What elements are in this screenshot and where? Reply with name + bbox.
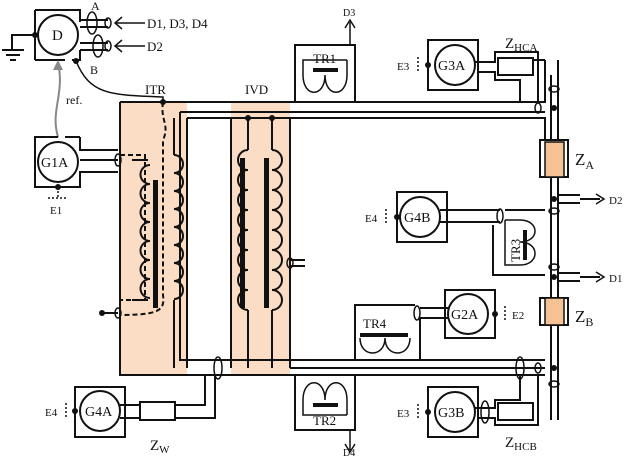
zb-impedance	[544, 297, 565, 326]
svg-text:G4A: G4A	[85, 405, 113, 420]
generator-g3a: G3A E3 ZHCA	[397, 36, 539, 102]
d3-label: D3	[343, 8, 355, 19]
zhca-label: ZHCA	[505, 36, 537, 54]
d2-output-coax	[558, 194, 600, 204]
main-coax-loop	[119, 60, 546, 376]
port-b-label: B	[90, 63, 98, 77]
itr-screen	[120, 154, 146, 301]
ivd-winding-1	[237, 149, 249, 311]
tr3-core	[523, 230, 527, 260]
junction-dot	[551, 105, 557, 111]
detector-input-2-label: D2	[147, 39, 163, 54]
svg-text:TR1: TR1	[313, 51, 336, 66]
svg-text:G3A: G3A	[438, 59, 466, 74]
svg-text:E1: E1	[50, 205, 62, 217]
itr-core	[153, 180, 158, 308]
svg-text:G3B: G3B	[438, 406, 464, 421]
ivd-winding-2	[271, 149, 283, 311]
choke-ring	[515, 356, 525, 380]
svg-text:E3: E3	[397, 61, 410, 73]
za-impedance	[544, 141, 565, 178]
winding-leads	[132, 118, 273, 368]
itr-screen	[119, 101, 167, 316]
arrow-icon	[595, 271, 606, 283]
svg-text:E4: E4	[45, 407, 58, 419]
detector: D A B D1, D3, D4 D2	[2, 0, 208, 105]
arrow-icon	[595, 193, 606, 205]
junction-dot	[551, 196, 557, 202]
ivd-core	[264, 158, 269, 308]
svg-text:D: D	[52, 28, 63, 44]
zb-label: ZB	[575, 307, 593, 329]
zhca-impedance	[497, 57, 534, 76]
generator-g4b: G4B E4 TR3	[365, 191, 545, 276]
zw-impedance	[139, 401, 176, 421]
ivd-label: IVD	[245, 82, 268, 97]
svg-text:TR3: TR3	[508, 239, 523, 262]
svg-text:E2: E2	[512, 310, 524, 322]
right-coax	[520, 59, 569, 420]
generator-g4a: G4A E4 ZW	[45, 356, 223, 456]
arrow-icon	[53, 60, 63, 70]
svg-text:TR2: TR2	[313, 413, 336, 428]
ivd-core	[240, 158, 245, 308]
itr-primary-coil	[139, 164, 151, 299]
za-label: ZA	[575, 150, 594, 172]
ref-label: ref.	[66, 93, 82, 107]
zhcb-impedance	[497, 402, 534, 421]
generator-g1a: G1A E1	[34, 136, 122, 217]
d4-label: D4	[343, 448, 355, 457]
d2-output-label: D2	[609, 195, 622, 207]
svg-text:G4B: G4B	[404, 211, 430, 226]
itr-label: ITR	[145, 82, 166, 97]
junction-dot	[551, 274, 557, 280]
itr-secondary-coil	[173, 154, 184, 300]
svg-text:G1A: G1A	[41, 156, 69, 171]
detector-input-1-label: D1, D3, D4	[147, 16, 208, 31]
svg-text:E4: E4	[365, 213, 378, 225]
zhcb-label: ZHCB	[505, 435, 537, 453]
transformer-tr2: TR2 D4	[294, 375, 356, 457]
transformer-tr1: TR1 D3	[294, 8, 356, 102]
svg-text:G2A: G2A	[451, 308, 479, 323]
d1-output-label: D1	[609, 273, 622, 285]
d1-output-coax	[558, 272, 600, 282]
ref-arrow	[54, 61, 61, 138]
zw-label: ZW	[150, 438, 170, 456]
svg-text:TR4: TR4	[363, 316, 387, 331]
generator-g2a: G2A E2 TR4	[354, 289, 524, 360]
svg-text:E3: E3	[397, 408, 410, 420]
tr4-core	[360, 333, 408, 337]
port-a-label: A	[91, 0, 100, 13]
generator-g3b: G3B E3 ZHCB	[397, 375, 539, 453]
transformer-windings	[139, 149, 283, 311]
junction-dot	[551, 365, 557, 371]
